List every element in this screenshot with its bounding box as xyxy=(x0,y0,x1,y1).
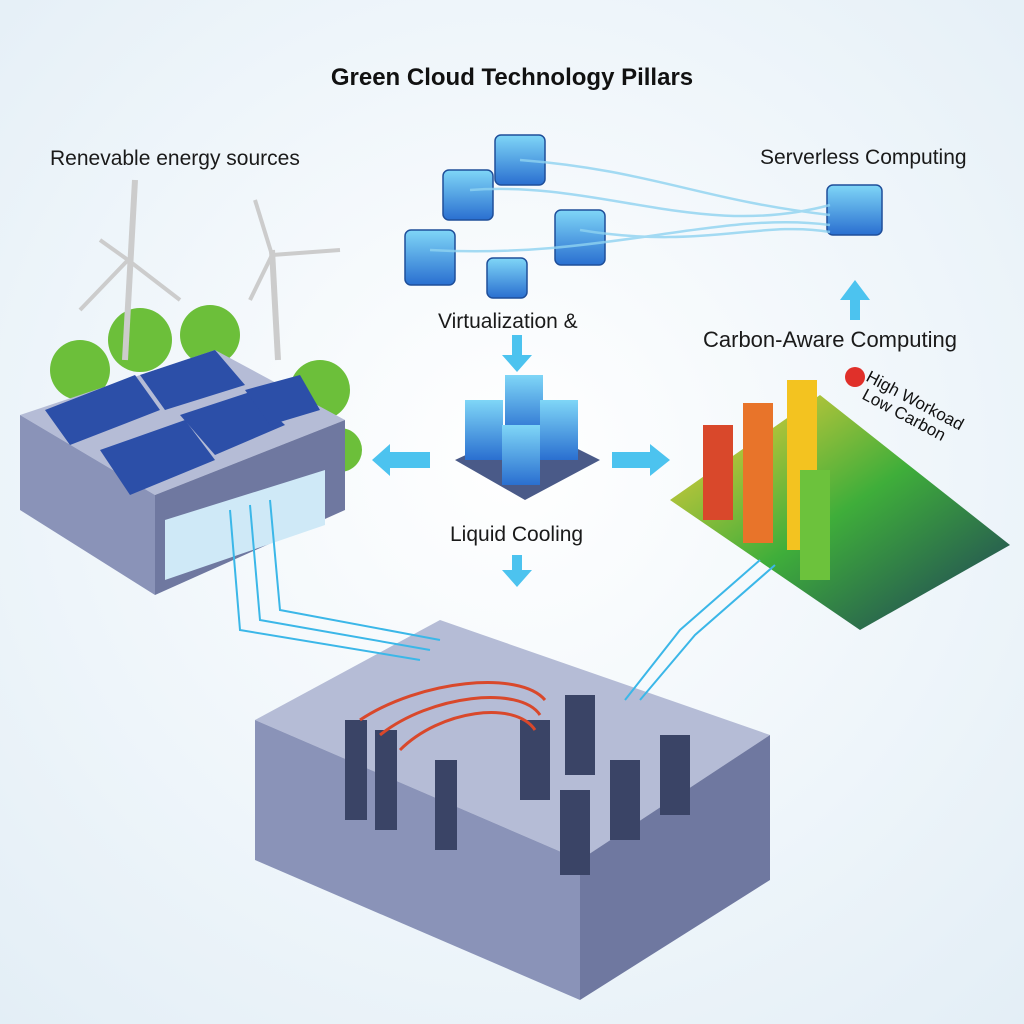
virtualization-label: Virtualization & xyxy=(438,310,578,333)
arrows xyxy=(372,280,870,587)
carbon-aware-chart xyxy=(670,367,1010,630)
renewable-energy-facility xyxy=(20,179,362,595)
renewable-energy-label: Renevable energy sources xyxy=(50,147,300,170)
serverless-computing-label: Serverless Computing xyxy=(760,146,967,169)
data-flow-lines xyxy=(429,158,831,253)
liquid-cooling-cluster xyxy=(455,375,600,500)
data-center xyxy=(229,499,776,1000)
carbon-aware-label: Carbon-Aware Computing xyxy=(703,327,957,352)
page-title: Green Cloud Technology Pillars xyxy=(330,64,694,91)
liquid-cooling-label: Liquid Cooling xyxy=(450,523,584,546)
